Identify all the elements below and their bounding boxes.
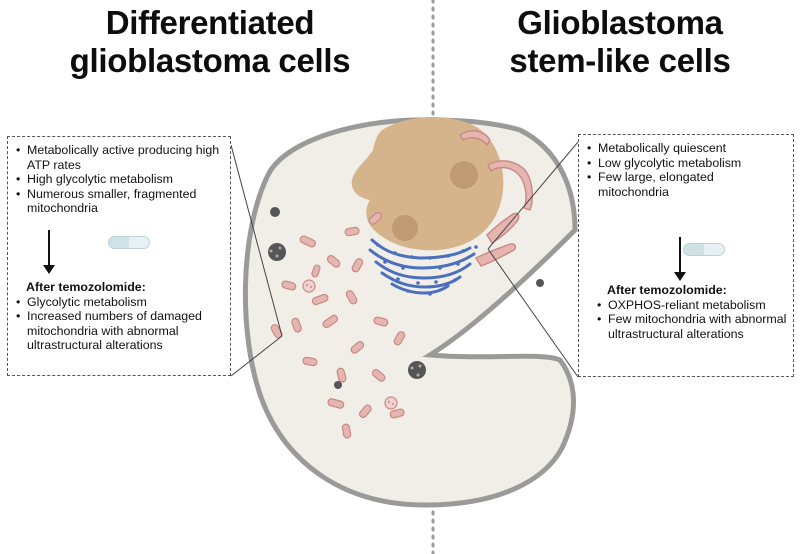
list-item: OXPHOS-reliant metabolism (597, 298, 789, 313)
title-differentiated-cells: Differentiated glioblastoma cells (20, 4, 400, 80)
list-item: Few mitochondria with abnormal ultrastru… (597, 312, 789, 341)
title-line: Differentiated (105, 4, 315, 41)
er-dots (376, 243, 478, 296)
vesicles (268, 207, 544, 389)
list-item: Few large, elongated mitochondria (587, 170, 787, 199)
mitochondria-fragmented (270, 212, 406, 439)
list-item: Increased numbers of damaged mitochondri… (16, 309, 224, 353)
after-list: Glycolytic metabolism Increased numbers … (16, 295, 224, 353)
before-list: Metabolically quiescent Low glycolytic m… (587, 141, 787, 199)
list-item: Metabolically quiescent (587, 141, 787, 156)
list-item: Glycolytic metabolism (16, 295, 224, 310)
nucleus (351, 116, 504, 251)
before-list: Metabolically active producing high ATP … (16, 143, 224, 216)
mitochondria-elongated (459, 130, 533, 267)
list-item: High glycolytic metabolism (16, 172, 224, 187)
title-stem-like-cells: Glioblastoma stem-like cells (450, 4, 790, 80)
list-item: Numerous smaller, fragmented mitochondri… (16, 187, 224, 216)
temozolomide-pill-icon (108, 236, 150, 249)
damaged-mitochondria (302, 279, 398, 410)
title-line: Glioblastoma (517, 4, 723, 41)
panel-differentiated-cells: Metabolically active producing high ATP … (7, 136, 231, 376)
list-item: Low glycolytic metabolism (587, 156, 787, 171)
nucleolus (450, 161, 478, 189)
down-arrow-icon (674, 237, 686, 281)
title-line: stem-like cells (509, 42, 731, 79)
down-arrow-icon (43, 230, 55, 274)
damaged-mitochondria-dots (306, 284, 394, 405)
list-item: Metabolically active producing high ATP … (16, 143, 224, 172)
after-temozolomide-heading: After temozolomide: (607, 283, 727, 297)
panel-stem-like-cells: Metabolically quiescent Low glycolytic m… (578, 134, 794, 377)
title-line: glioblastoma cells (69, 42, 351, 79)
after-list: OXPHOS-reliant metabolism Few mitochondr… (597, 298, 789, 342)
after-temozolomide-heading: After temozolomide: (26, 280, 146, 294)
endoplasmic-reticulum (368, 238, 476, 295)
temozolomide-pill-icon (683, 243, 725, 256)
callout-lines (230, 141, 579, 378)
nucleolus (392, 215, 418, 241)
